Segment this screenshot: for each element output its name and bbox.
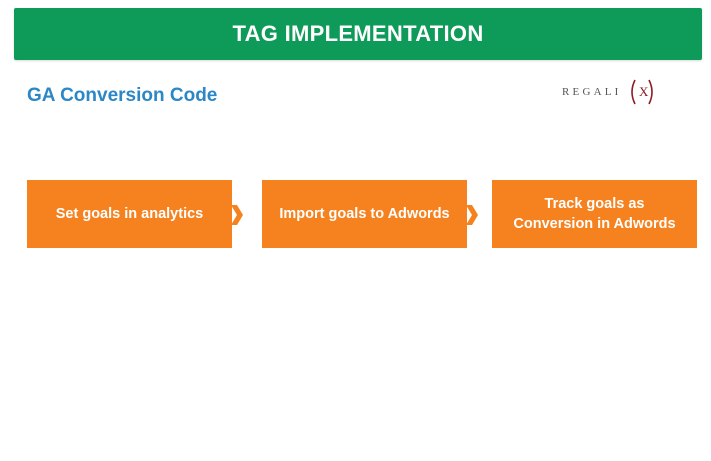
section-title: GA Conversion Code — [27, 85, 218, 106]
logo-wordmark: REGALI — [562, 86, 622, 98]
logo-mark: X — [639, 84, 649, 99]
logo-bracket-right-icon — [648, 79, 653, 105]
flow-step-line: Conversion in Adwords — [513, 216, 676, 232]
flow-step-line: Track goals as — [544, 196, 645, 212]
regalix-logo: REGALI X — [562, 79, 653, 105]
page-title: TAG IMPLEMENTATION — [232, 21, 484, 46]
logo-bracket-left-icon — [631, 79, 636, 105]
flow-step-line: Import goals to Adwords — [279, 206, 450, 222]
flow-step-import-goals: Import goals to Adwords — [262, 180, 467, 248]
flow-step-track-goals: Track goals as Conversion in Adwords — [492, 180, 697, 248]
header-bar: TAG IMPLEMENTATION — [14, 8, 702, 60]
flow-step-set-goals: Set goals in analytics — [27, 180, 232, 248]
chevron-right-icon — [231, 205, 243, 225]
flow-step-line: Set goals in analytics — [55, 206, 204, 222]
chevron-right-icon — [466, 205, 478, 225]
